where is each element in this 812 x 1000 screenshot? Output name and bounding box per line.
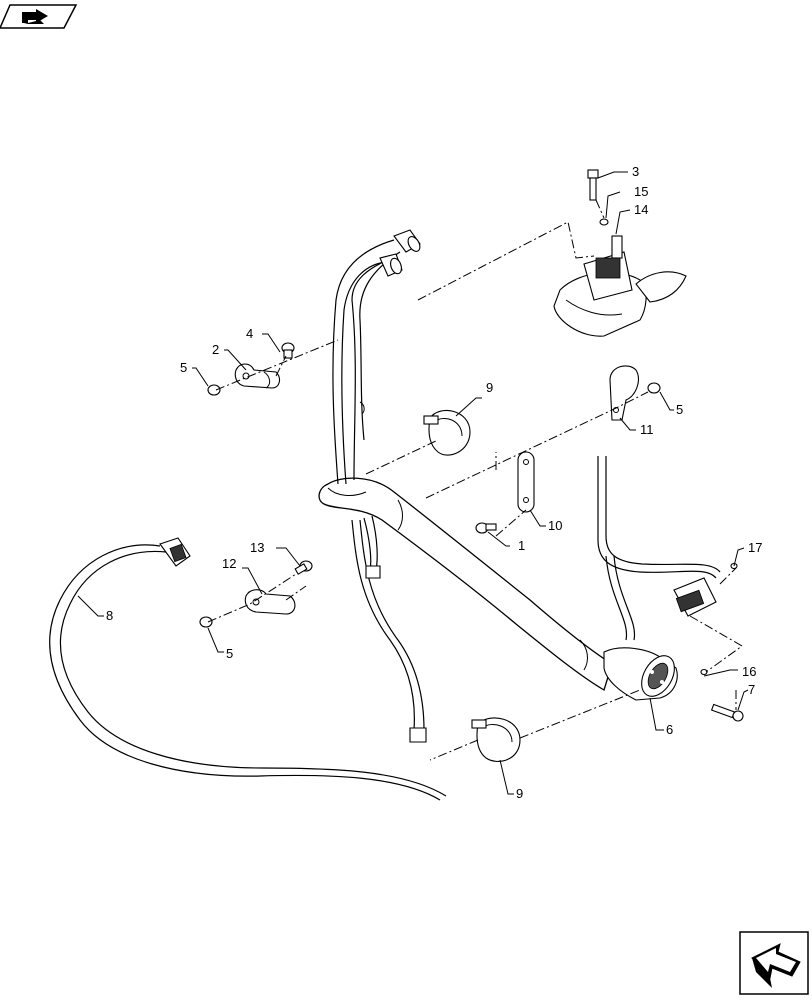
callout-14: 14 — [634, 202, 648, 217]
nav-arrow-icon[interactable] — [739, 931, 809, 995]
bolt-4 — [281, 342, 295, 359]
nut-5 — [647, 382, 661, 394]
callout-5-right: 5 — [676, 402, 683, 417]
callout-8: 8 — [106, 608, 113, 623]
callout-9-upper: 9 — [486, 380, 493, 395]
callout-9-lower: 9 — [516, 786, 523, 801]
callout-7: 7 — [748, 682, 755, 697]
callout-6: 6 — [666, 722, 673, 737]
callout-10: 10 — [548, 518, 562, 533]
assembly-lines — [207, 199, 743, 761]
callout-4: 4 — [246, 326, 253, 341]
cable-8 — [49, 537, 447, 801]
harness-lower — [351, 515, 427, 743]
callout-5-upper-left: 5 — [180, 360, 187, 375]
harness-right — [597, 456, 721, 641]
callout-17: 17 — [748, 540, 762, 555]
clamp-12 — [244, 589, 296, 615]
callout-11: 11 — [640, 422, 654, 437]
clamp-9 — [471, 717, 521, 762]
clamp-11 — [609, 365, 639, 421]
valve-assembly-14 — [553, 235, 687, 337]
callout-1: 1 — [518, 538, 525, 553]
callout-13: 13 — [250, 540, 264, 555]
nut-5 — [199, 616, 213, 628]
washer-15 — [599, 218, 609, 226]
callout-16: 16 — [742, 664, 756, 679]
nav-arrow-icon[interactable] — [0, 4, 78, 29]
bracket-10 — [517, 451, 535, 513]
callout-5-lower-left: 5 — [226, 646, 233, 661]
callout-2: 2 — [212, 342, 219, 357]
callout-12: 12 — [222, 556, 236, 571]
main-hose — [318, 477, 613, 691]
bolt-3 — [587, 169, 599, 201]
bolt-7 — [710, 703, 744, 722]
bolt-1 — [475, 522, 497, 534]
nut-5 — [207, 384, 221, 396]
callout-3: 3 — [632, 164, 639, 179]
clamp-9 — [423, 409, 471, 456]
harness-upper — [332, 229, 421, 485]
clamp-2 — [234, 363, 281, 389]
leader-lines — [77, 171, 749, 795]
screw-16 — [700, 668, 708, 676]
end-fitting-6 — [603, 647, 678, 701]
callout-15: 15 — [634, 184, 648, 199]
